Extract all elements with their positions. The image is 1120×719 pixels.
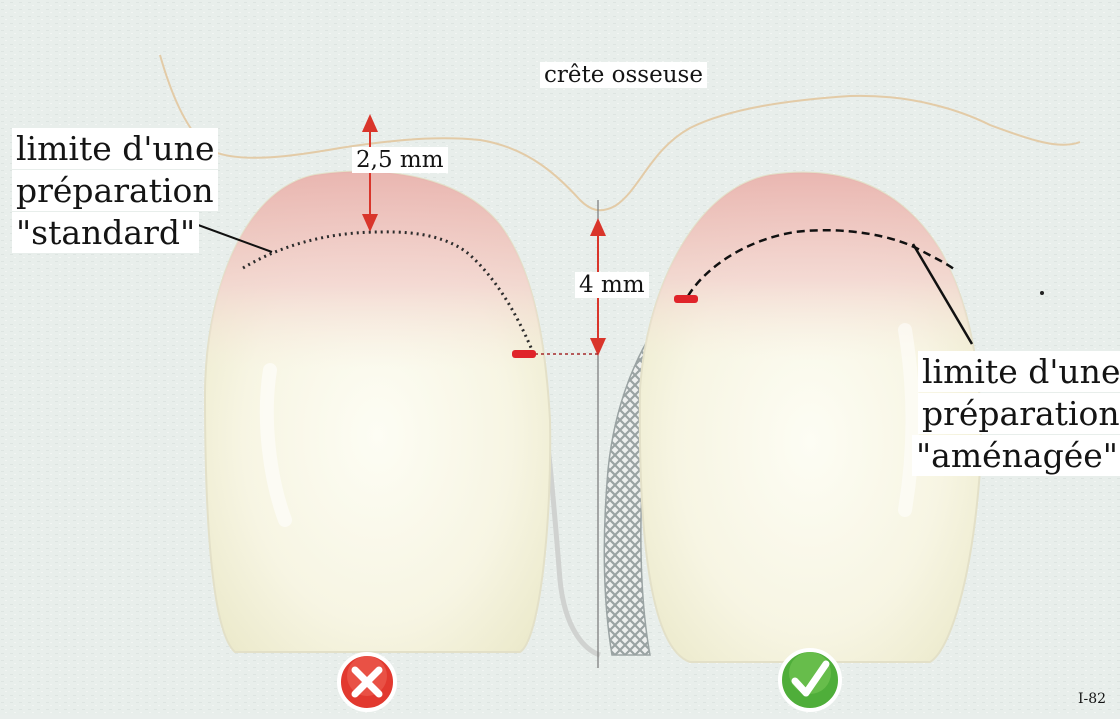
stray-dot	[1040, 291, 1044, 295]
right-margin-mark	[674, 295, 698, 303]
cross-icon	[339, 654, 395, 710]
standard-limit-label-line2: préparation	[12, 170, 218, 211]
standard-limit-label-line1: limite d'une	[12, 128, 218, 169]
bone-crest-label: crête osseuse	[540, 62, 707, 88]
check-icon	[780, 650, 840, 710]
dimension-label-2-5mm: 2,5 mm	[352, 147, 448, 173]
dimension-label-4mm: 4 mm	[575, 272, 649, 298]
left-tooth	[200, 160, 560, 652]
standard-limit-label-line3: "standard"	[12, 212, 199, 253]
adapted-limit-label-line3: "aménagée"	[912, 435, 1120, 476]
figure-reference: I-82	[1078, 691, 1106, 707]
adapted-limit-label-line2: préparation	[918, 393, 1120, 434]
adapted-limit-label-line1: limite d'une	[918, 351, 1120, 392]
left-margin-mark	[512, 350, 536, 358]
